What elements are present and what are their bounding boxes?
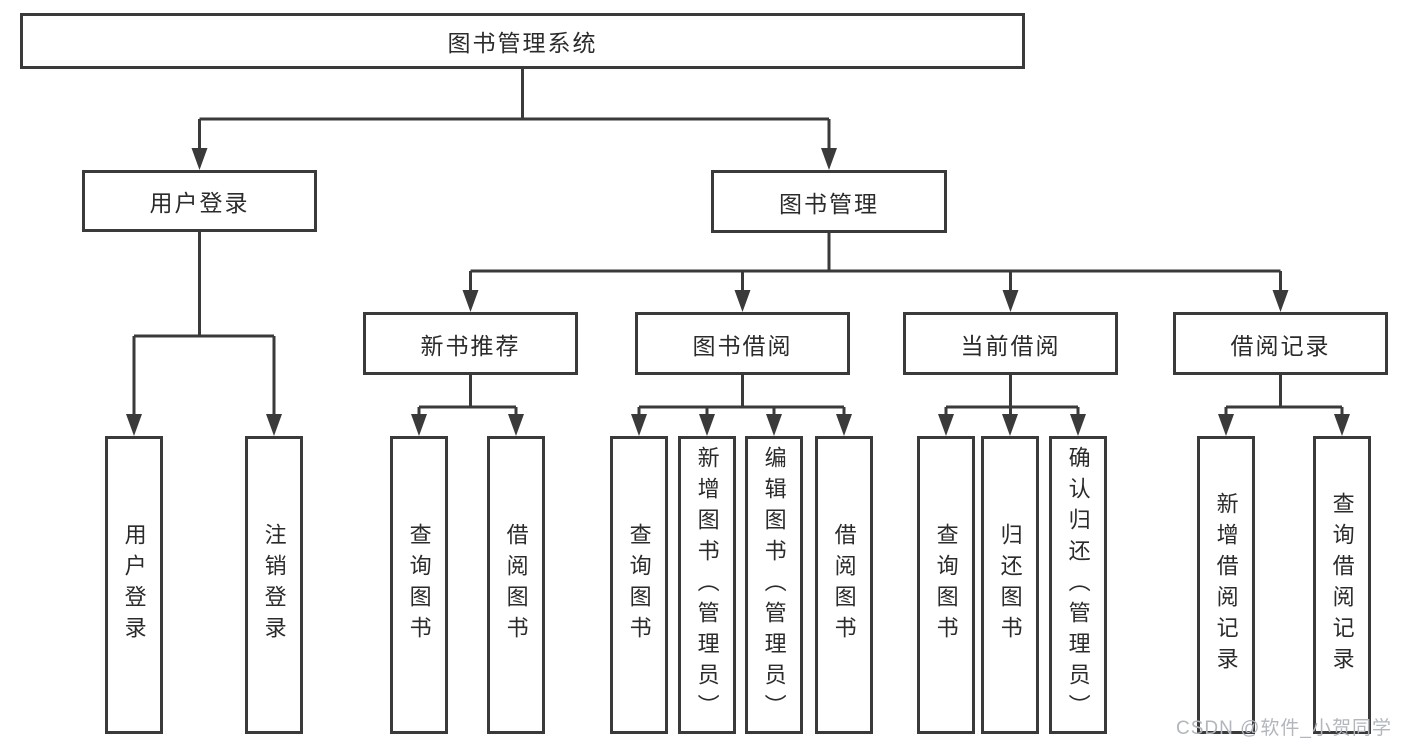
leaf-borrow-query-books: 查询图书 bbox=[610, 436, 668, 734]
leaf-borrow-books-label: 借阅图书 bbox=[831, 523, 857, 647]
arrowhead-icon bbox=[1334, 414, 1350, 436]
arrowhead-icon bbox=[766, 414, 782, 436]
leaf-return-books: 归还图书 bbox=[981, 436, 1039, 734]
node-user-login: 用户登录 bbox=[82, 170, 317, 232]
node-book-management-label: 图书管理 bbox=[779, 190, 879, 217]
node-new-book-recommend: 新书推荐 bbox=[363, 312, 578, 375]
leaf-current-query-books-label: 查询图书 bbox=[933, 523, 959, 647]
leaf-borrow-query-books-label: 查询图书 bbox=[626, 523, 652, 647]
arrowhead-icon bbox=[821, 148, 837, 170]
arrowhead-icon bbox=[1002, 290, 1019, 312]
connector-path bbox=[132, 69, 1344, 418]
node-root: 图书管理系统 bbox=[20, 13, 1025, 69]
arrowhead-icon bbox=[1002, 414, 1018, 436]
arrowhead-icon bbox=[508, 414, 524, 436]
watermark: CSDN @软件_小贺同学 bbox=[1176, 718, 1392, 739]
leaf-recommend-borrow-books-label: 借阅图书 bbox=[503, 523, 529, 647]
node-book-management: 图书管理 bbox=[711, 170, 947, 233]
node-book-borrow-label: 图书借阅 bbox=[692, 332, 793, 359]
node-book-borrow: 图书借阅 bbox=[635, 312, 850, 375]
leaf-logout: 注销登录 bbox=[245, 436, 303, 734]
node-borrow-records: 借阅记录 bbox=[1173, 312, 1388, 375]
leaf-confirm-return-admin-label: 确认归还（管理员） bbox=[1065, 445, 1091, 725]
node-borrow-records-label: 借阅记录 bbox=[1230, 332, 1331, 359]
node-user-login-label: 用户登录 bbox=[149, 190, 250, 216]
leaf-current-query-books: 查询图书 bbox=[917, 436, 975, 734]
arrowhead-icon bbox=[1272, 290, 1289, 312]
leaf-recommend-borrow-books: 借阅图书 bbox=[487, 436, 545, 734]
arrowhead-icon bbox=[126, 414, 142, 436]
leaf-add-borrow-record-label: 新增借阅记录 bbox=[1213, 492, 1239, 678]
arrowhead-icon bbox=[462, 290, 479, 312]
leaf-return-books-label: 归还图书 bbox=[997, 523, 1023, 647]
leaf-recommend-query-books: 查询图书 bbox=[390, 436, 448, 734]
arrowhead-icon bbox=[699, 414, 715, 436]
leaf-confirm-return-admin: 确认归还（管理员） bbox=[1049, 436, 1107, 734]
leaf-query-borrow-record: 查询借阅记录 bbox=[1313, 436, 1371, 734]
node-current-borrow-label: 当前借阅 bbox=[960, 332, 1061, 359]
arrowhead-icon bbox=[734, 290, 751, 312]
arrowhead-icon bbox=[1218, 414, 1234, 436]
leaf-add-borrow-record: 新增借阅记录 bbox=[1197, 436, 1255, 734]
arrowheads bbox=[126, 148, 1350, 436]
node-new-book-recommend-label: 新书推荐 bbox=[420, 332, 521, 359]
leaf-user-login: 用户登录 bbox=[105, 436, 163, 734]
arrowhead-icon bbox=[411, 414, 427, 436]
arrowhead-icon bbox=[631, 414, 647, 436]
leaf-borrow-books: 借阅图书 bbox=[815, 436, 873, 734]
leaf-add-books-admin: 新增图书（管理员） bbox=[678, 436, 736, 734]
arrowhead-icon bbox=[191, 148, 208, 170]
leaf-user-login-label: 用户登录 bbox=[121, 523, 147, 647]
connector-lines bbox=[132, 69, 1344, 418]
leaf-query-borrow-record-label: 查询借阅记录 bbox=[1329, 492, 1355, 678]
arrowhead-icon bbox=[266, 414, 282, 436]
node-current-borrow: 当前借阅 bbox=[903, 312, 1118, 375]
arrowhead-icon bbox=[938, 414, 954, 436]
leaf-recommend-query-books-label: 查询图书 bbox=[406, 523, 432, 647]
arrowhead-icon bbox=[1070, 414, 1086, 436]
leaf-add-books-admin-label: 新增图书（管理员） bbox=[694, 445, 720, 725]
leaf-edit-books-admin-label: 编辑图书（管理员） bbox=[761, 445, 787, 725]
arrowhead-icon bbox=[836, 414, 852, 436]
node-root-label: 图书管理系统 bbox=[447, 30, 598, 56]
leaf-edit-books-admin: 编辑图书（管理员） bbox=[745, 436, 803, 734]
leaf-logout-label: 注销登录 bbox=[261, 523, 287, 647]
